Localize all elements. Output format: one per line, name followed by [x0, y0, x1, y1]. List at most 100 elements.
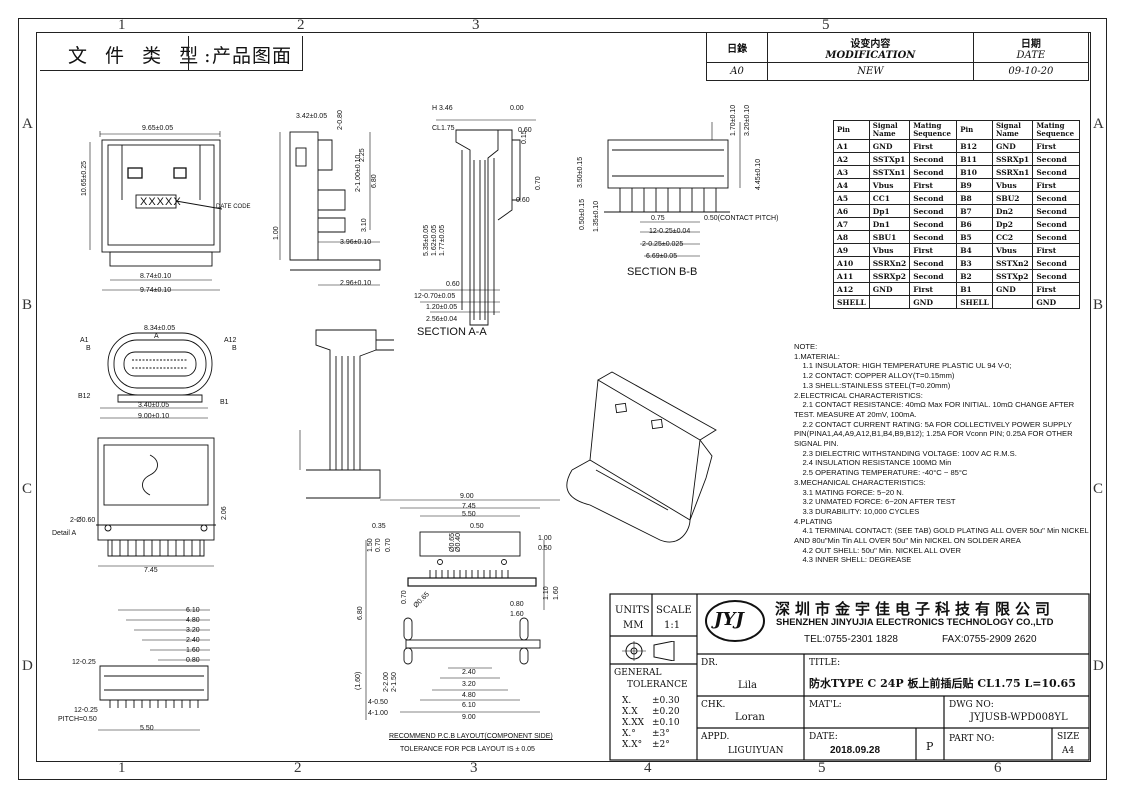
drawing-number-value: JYJUSB-WPD008YL	[970, 712, 1068, 723]
tolerance-format: X.°	[622, 729, 636, 739]
dimension-label: 7.45	[144, 567, 158, 574]
dimension-label: 2-Ø0.60	[70, 517, 95, 524]
part-number-label: PART NO:	[949, 734, 995, 744]
units-value: MM	[623, 620, 644, 631]
revision-header-mod-cn: 设变内容	[850, 38, 891, 50]
tolerance-label: TOLERANCE	[627, 680, 688, 690]
tolerance-label-general: GENERAL	[614, 668, 662, 678]
projection-symbol-icon	[620, 640, 680, 666]
pcb-layout-view	[365, 499, 560, 720]
zone-row-c-right: C	[1093, 481, 1104, 497]
dimension-label: 0.50	[470, 523, 484, 530]
tolerance-value: ±2°	[652, 740, 670, 750]
note-line: 2.1 CONTACT RESISTANCE: 40mΩ Max FOR INI…	[794, 400, 1077, 419]
dimension-label: 0.70	[385, 538, 392, 552]
dimension-label: 0.60	[518, 127, 532, 134]
dimension-label: B	[86, 345, 91, 352]
dimension-label: 3.10	[361, 218, 368, 232]
dimension-label: 1.50	[367, 538, 374, 552]
zone-col-2: 2	[294, 760, 302, 776]
revision-header-date-cn: 日期	[1020, 38, 1041, 50]
dimension-label: 1.35±0.10	[593, 201, 600, 232]
section-a-caption: SECTION A-A	[417, 326, 487, 338]
dimension-label: 2-1.50	[391, 672, 398, 692]
scale-value: 1:1	[664, 620, 681, 631]
dimension-label: 2-2.00	[383, 672, 390, 692]
dimension-label: 2.56±0.04	[426, 316, 457, 323]
page-label: P	[926, 740, 934, 753]
dimension-label: 5.50	[462, 511, 476, 518]
note-line: 1.3 SHELL:STAINLESS STEEL(T=0.20mm)	[794, 380, 951, 390]
approved-by-value: LIGUIYUAN	[728, 746, 784, 756]
zone-row-a: A	[22, 116, 33, 132]
section-b-view	[604, 122, 741, 257]
drawing-inner-frame	[36, 32, 1091, 762]
dimension-label: 3.42±0.05	[296, 113, 327, 120]
title-value: 防水TYPE C 24P 板上前插后贴 CL1.75 L=10.65	[809, 677, 1076, 690]
dimension-label: 1.20±0.05	[426, 304, 457, 311]
dimension-label: 12-0.25	[72, 659, 96, 666]
drawn-by-label: DR.	[701, 658, 718, 668]
dimension-label: 2.06	[221, 506, 228, 520]
top-view-date-code: DATE CODE	[216, 204, 251, 210]
dimension-label: 0.35	[372, 523, 386, 530]
dimension-label: Ø0.40	[455, 533, 462, 552]
dimension-label: A	[154, 333, 159, 340]
document-type-value: 产品图面	[212, 45, 293, 67]
document-type-box: 文 件 类 型: 产品图面	[40, 36, 303, 71]
dimension-label: 1.77±0.05	[439, 225, 446, 256]
revision-table: 日錄 设变内容 MODIFICATION 日期 DATE A0 NEW 09-1…	[705, 32, 1090, 81]
pin-table-header: Mating Sequence	[909, 120, 958, 140]
company-tel: TEL:0755-2301 1828	[804, 634, 898, 645]
tolerance-value: ±0.30	[652, 696, 680, 706]
dimension-label: 6.10	[462, 702, 476, 709]
dimension-label: A1	[80, 337, 89, 344]
side-view	[279, 131, 381, 286]
dimension-label: 2.25	[359, 148, 366, 162]
dimension-label: 1.60	[553, 586, 560, 600]
dimension-label: 2-1.00±0.10	[355, 155, 362, 192]
drawing-outer-frame	[18, 18, 1107, 780]
zone-row-b: B	[22, 297, 33, 313]
zone-row-d-right: D	[1093, 658, 1104, 674]
drawing-number-label: DWG NO:	[949, 700, 994, 710]
dimension-label: 0.60	[516, 197, 530, 204]
tolerance-value: ±0.20	[652, 707, 680, 717]
dimension-label: 0.60	[446, 281, 460, 288]
dimension-label: (1.60)	[355, 672, 362, 690]
dimension-label: A12	[224, 337, 237, 344]
pcb-layout-caption: RECOMMEND P.C.B LAYOUT(COMPONENT SIDE)	[389, 733, 553, 740]
zone-row-b-right: B	[1093, 297, 1104, 313]
dimension-label: Ø0.65	[449, 533, 456, 552]
note-line: 1.MATERIAL:	[794, 351, 840, 361]
note-line: 2.2 CONTACT CURRENT RATING: 5A FOR COLLE…	[794, 419, 1075, 449]
dimension-label: 0.00	[510, 105, 524, 112]
pin-table-cell: First	[1032, 282, 1081, 296]
dimension-label: 12-0.25	[74, 707, 98, 714]
note-line: 2.ELECTRICAL CHARACTERISTICS:	[794, 390, 923, 400]
dimension-label: 3.20±0.10	[744, 105, 751, 136]
dimension-label: 2-0.25±0.025	[642, 241, 683, 248]
note-line: NOTE:	[794, 342, 818, 351]
company-name-cn: 深圳市金宇佳电子科技有限公司	[775, 600, 1056, 618]
document-type-divider	[188, 36, 189, 70]
dimension-label: 1.10	[543, 586, 550, 600]
tolerance-value: ±0.10	[652, 718, 680, 728]
dimension-label: 9.65±0.05	[142, 125, 173, 132]
revision-row-date: 09-10-20	[972, 62, 1090, 81]
checked-by-label: CHK.	[701, 700, 726, 710]
pin-table-cell: GND	[1032, 295, 1081, 309]
note-line: 4.3 INNER SHELL: DEGREASE	[794, 555, 912, 565]
approved-by-label: APPD.	[701, 732, 730, 742]
zone-row-a-right: A	[1093, 116, 1104, 132]
zone-col-2-top: 2	[297, 17, 305, 33]
dimension-label: H 3.46	[432, 105, 453, 112]
drawn-by-value: Lila	[738, 680, 757, 691]
title-block-lines	[609, 593, 1090, 761]
dimension-label: 2-0.80	[337, 110, 344, 130]
note-line: 4.PLATING	[794, 516, 833, 526]
